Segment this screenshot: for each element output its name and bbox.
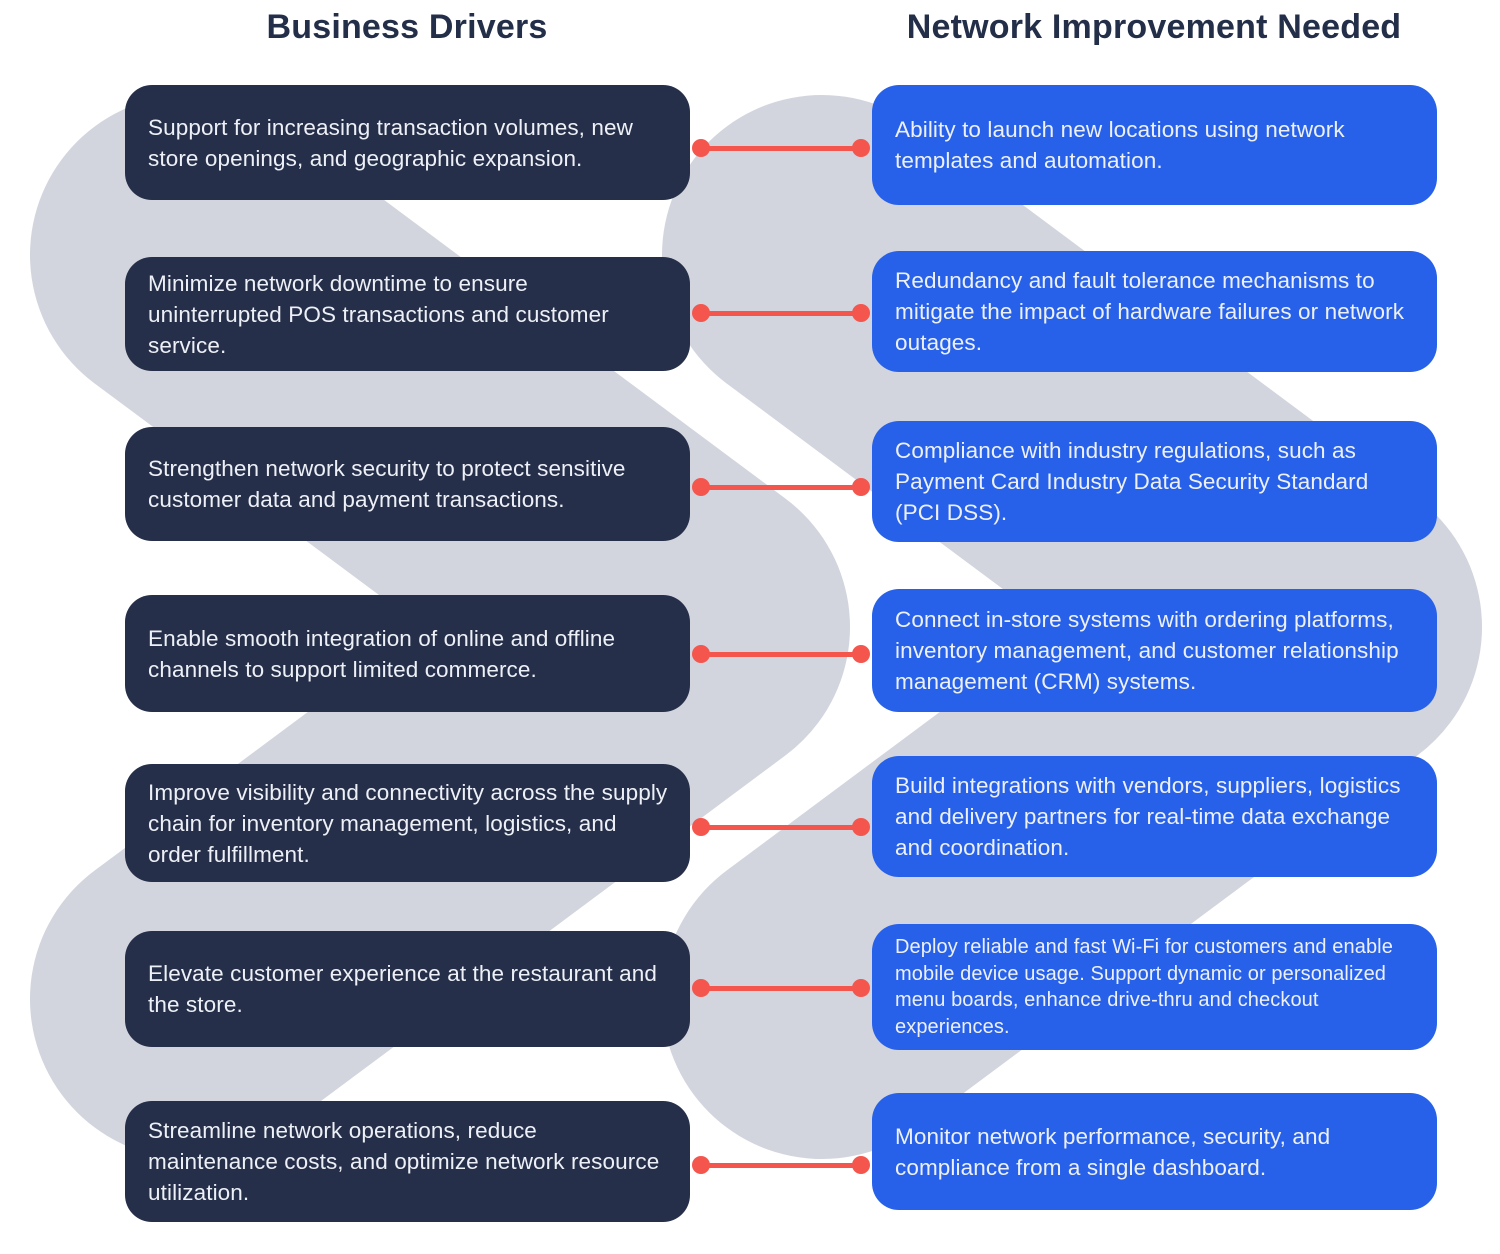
connector-dot-right [852,139,870,157]
driver-text: Enable smooth integration of online and … [148,625,616,682]
connector-dot-right [852,478,870,496]
driver-text: Streamline network operations, reduce ma… [148,1118,660,1205]
connector-line [697,651,865,657]
improvement-text: Compliance with industry regulations, su… [895,438,1369,525]
connector-dot-right [852,1156,870,1174]
connector [692,979,870,997]
improvement-card: Compliance with industry regulations, su… [872,421,1437,542]
improvement-text: Connect in-store systems with ordering p… [895,607,1399,694]
driver-text: Improve visibility and connectivity acro… [148,779,668,867]
connector-line [697,824,865,830]
improvement-card: Redundancy and fault tolerance mechanism… [872,251,1437,372]
driver-card: Streamline network operations, reduce ma… [125,1101,690,1222]
improvement-text: Build integrations with vendors, supplie… [895,773,1401,860]
connector [692,818,870,836]
connector-dot-right [852,979,870,997]
connector-dot-right [852,304,870,322]
driver-card: Minimize network downtime to ensure unin… [125,257,690,371]
improvement-text: Monitor network performance, security, a… [895,1123,1331,1180]
connector [692,645,870,663]
connector [692,1156,870,1174]
connector [692,304,870,322]
driver-text: Elevate customer experience at the resta… [148,961,657,1017]
improvement-card: Build integrations with vendors, supplie… [872,756,1437,877]
column-heading-network-improvement: Network Improvement Needed [906,8,1402,46]
driver-card: Support for increasing transaction volum… [125,85,690,200]
connector [692,478,870,496]
connector [692,139,870,157]
driver-card: Improve visibility and connectivity acro… [125,764,690,882]
improvement-card: Ability to launch new locations using ne… [872,85,1437,205]
driver-text: Strengthen network security to protect s… [148,456,626,512]
connector-line [697,1162,865,1168]
connector-dot-right [852,645,870,663]
column-heading-business-drivers: Business Drivers [266,8,548,46]
improvement-card: Connect in-store systems with ordering p… [872,589,1437,712]
improvement-card: Monitor network performance, security, a… [872,1093,1437,1210]
connector-line [697,985,865,991]
driver-card: Elevate customer experience at the resta… [125,931,690,1047]
connector-line [697,310,865,316]
driver-card: Enable smooth integration of online and … [125,595,690,712]
improvement-text: Deploy reliable and fast Wi-Fi for custo… [895,936,1393,1038]
connector-line [697,145,865,151]
connector-line [697,484,865,490]
improvement-text: Redundancy and fault tolerance mechanism… [895,268,1405,355]
driver-card: Strengthen network security to protect s… [125,427,690,541]
driver-text: Support for increasing transaction volum… [148,114,633,171]
improvement-text: Ability to launch new locations using ne… [895,117,1345,173]
connector-dot-right [852,818,870,836]
driver-text: Minimize network downtime to ensure unin… [148,270,609,358]
improvement-card: Deploy reliable and fast Wi-Fi for custo… [872,924,1437,1050]
